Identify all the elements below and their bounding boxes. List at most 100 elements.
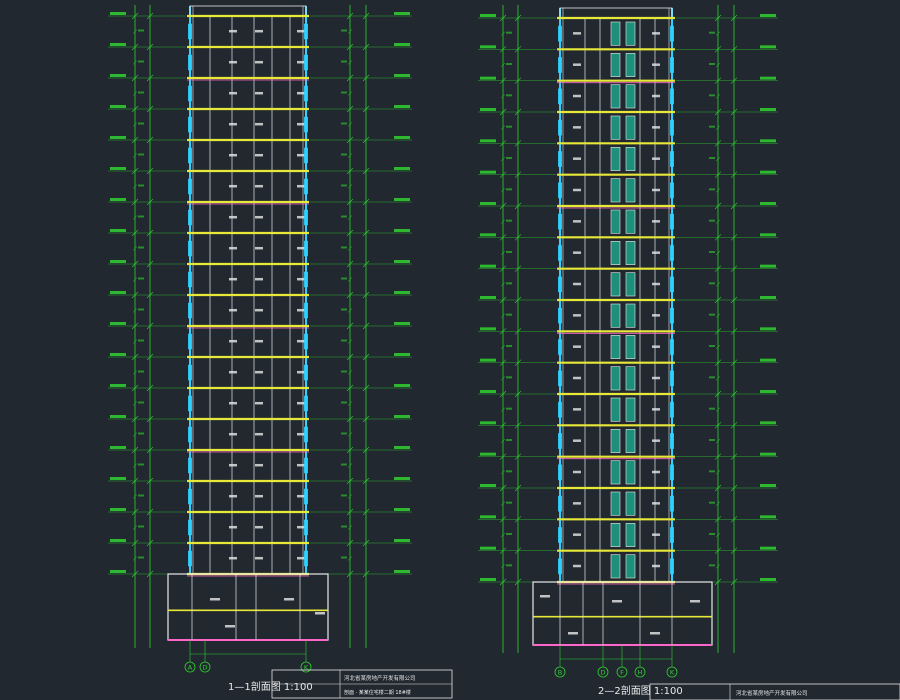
- level-text-right: [760, 327, 776, 331]
- dimension-tick: [131, 477, 139, 485]
- level-text-right: [394, 291, 410, 294]
- dimension-text: [341, 29, 347, 32]
- dimension-tick-minor: [715, 376, 721, 381]
- dimension-text: [709, 407, 715, 410]
- window-right: [670, 401, 674, 418]
- level-text-left: [110, 570, 126, 573]
- room-label: [573, 564, 581, 568]
- dimension-tick: [730, 547, 738, 554]
- room-label: [652, 251, 660, 254]
- window-left: [558, 464, 562, 481]
- dimension-tick-minor: [500, 438, 506, 444]
- dimension-tick-minor: [500, 282, 506, 287]
- podium-room-label: [284, 598, 294, 601]
- dimension-tick: [131, 508, 139, 516]
- dimension-text: [709, 31, 715, 34]
- dimension-tick-minor: [715, 532, 721, 538]
- dimension-tick-minor: [132, 60, 138, 65]
- room-label: [297, 370, 305, 374]
- dimension-tick: [730, 578, 738, 586]
- room-label: [652, 220, 660, 223]
- podium-room-label: [612, 600, 622, 603]
- room-label: [573, 439, 581, 442]
- dimension-tick-minor: [132, 556, 138, 561]
- level-text-right: [760, 14, 776, 17]
- dimension-text: [506, 501, 512, 504]
- grid-axis-label: H: [638, 669, 643, 677]
- grid-axis-label: A: [188, 664, 193, 672]
- dimension-tick-minor: [132, 122, 138, 127]
- window-right: [670, 25, 674, 42]
- room-label: [652, 314, 660, 317]
- dimension-tick-minor: [715, 564, 721, 569]
- dimension-tick: [714, 171, 722, 178]
- level-text-right: [760, 515, 776, 519]
- dimension-text: [138, 91, 144, 94]
- elevator-door: [610, 209, 621, 234]
- dimension-tick: [730, 390, 738, 398]
- dimension-tick: [499, 453, 507, 460]
- level-text-left: [110, 539, 126, 542]
- dimension-tick: [362, 198, 370, 206]
- dimension-text: [341, 215, 347, 218]
- dimension-tick-minor: [500, 532, 506, 538]
- level-text-right: [760, 170, 776, 174]
- room-label: [652, 63, 660, 66]
- dimension-tick: [714, 234, 722, 241]
- level-text-left: [110, 74, 126, 77]
- dimension-text: [138, 339, 144, 342]
- elevator-door: [625, 84, 636, 109]
- dimension-tick: [346, 477, 354, 485]
- room-label: [229, 184, 237, 188]
- dimension-text: [506, 564, 512, 567]
- room-label: [255, 29, 263, 33]
- room-label: [297, 184, 305, 188]
- dimension-text: [709, 564, 715, 567]
- dimension-tick-minor: [347, 339, 353, 344]
- elevator-door: [625, 147, 636, 171]
- window-right: [670, 88, 674, 105]
- title-block-2-frame: [649, 683, 900, 700]
- dimension-tick: [346, 198, 354, 206]
- dimension-tick: [362, 415, 370, 423]
- dimension-tick: [346, 384, 354, 392]
- dimension-tick: [499, 14, 507, 22]
- room-label: [573, 220, 581, 223]
- dimension-tick: [362, 291, 370, 299]
- dimension-tick: [714, 578, 722, 586]
- dimension-tick: [499, 422, 507, 429]
- dimension-tick: [730, 108, 738, 116]
- window-left: [558, 558, 562, 575]
- room-label: [652, 408, 660, 411]
- dimension-tick: [714, 77, 722, 84]
- level-text-right: [394, 136, 410, 139]
- room-label: [229, 215, 237, 219]
- dimension-text: [709, 533, 715, 535]
- level-text-left: [110, 260, 126, 263]
- room-label: [573, 408, 581, 411]
- dimension-tick-minor: [132, 339, 138, 344]
- dimension-tick: [714, 453, 722, 460]
- window-right: [304, 271, 308, 288]
- room-label: [255, 277, 263, 281]
- room-label: [297, 494, 305, 498]
- dimension-tick: [514, 390, 522, 398]
- level-text-left: [110, 198, 126, 201]
- dimension-tick: [514, 422, 522, 429]
- window-right: [304, 178, 308, 195]
- window-right: [670, 276, 674, 293]
- window-left: [188, 426, 192, 443]
- dimension-tick: [146, 508, 154, 516]
- dimension-tick-minor: [500, 501, 506, 506]
- level-text-left: [480, 546, 496, 550]
- dimension-text: [138, 246, 144, 249]
- level-text-right: [760, 202, 776, 205]
- window-left: [558, 527, 562, 543]
- dimension-tick: [131, 384, 139, 392]
- level-text-right: [760, 421, 776, 425]
- room-label: [229, 122, 237, 126]
- dimension-tick: [714, 14, 722, 22]
- dimension-tick-minor: [500, 313, 506, 318]
- dimension-tick-minor: [132, 29, 138, 34]
- room-label: [573, 126, 581, 129]
